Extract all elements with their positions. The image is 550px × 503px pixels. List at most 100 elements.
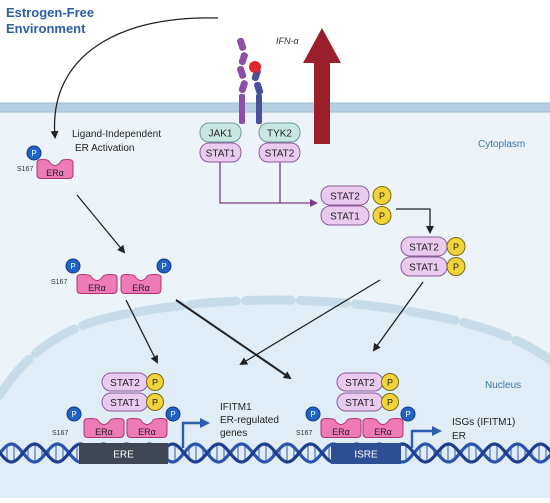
ligand-label-line-1: Ligand-Independent xyxy=(72,129,161,140)
receptor-stat2-label: STAT2 xyxy=(265,149,295,160)
arrow-er-monomer-to-dimer xyxy=(76,194,126,254)
ere-target-genes: IFITM1 ER-regulated genes xyxy=(220,402,282,439)
isre-label: ISRE xyxy=(354,450,378,461)
phospho-s167: P xyxy=(26,145,42,161)
er-alpha: ERα xyxy=(120,273,162,294)
s167-label: S167 xyxy=(52,430,68,437)
phospho-label: P xyxy=(405,410,410,419)
phospho-label: P xyxy=(310,410,315,419)
stat-dimer-translocating: STAT2 P STAT1 P xyxy=(400,236,466,277)
er-alpha-label: ERα xyxy=(332,427,350,437)
arrow-stat-dimer-to-dimer xyxy=(396,208,434,234)
phospho-s167: P xyxy=(156,258,172,274)
phospho-s167: P xyxy=(66,406,82,422)
phospho-label: P xyxy=(71,410,76,419)
er-alpha: ERα xyxy=(76,273,118,294)
ifn-signal-arrow xyxy=(303,28,341,144)
phospho-label: P xyxy=(152,378,158,388)
er-alpha: ERα xyxy=(36,158,74,179)
phospho-label: P xyxy=(152,398,158,408)
phospho-label: P xyxy=(387,398,393,408)
phospho-s167: P xyxy=(65,258,81,274)
phospho-label: P xyxy=(31,149,36,158)
ere-complex: STAT2 P STAT1 P xyxy=(101,372,164,412)
isre-element: ISRE xyxy=(331,443,401,464)
er-alpha-body xyxy=(320,417,362,438)
arrow-ifn-to-er xyxy=(50,17,219,139)
er-alpha-body xyxy=(120,273,162,294)
er-alpha: ERα xyxy=(362,417,404,438)
arrow-stat-to-isre xyxy=(372,281,424,352)
stat2-label: STAT2 xyxy=(345,378,375,389)
stat2-label: STAT2 xyxy=(110,378,140,389)
phospho-label: P xyxy=(453,242,459,252)
ifn-ligand xyxy=(249,61,261,73)
phospho-label: P xyxy=(387,378,393,388)
environment-title-line-2: Environment xyxy=(6,21,86,36)
phospho-s167: P xyxy=(400,406,416,422)
er-alpha-label: ERα xyxy=(138,427,156,437)
tyk2-label: TYK2 xyxy=(267,129,292,140)
ere-label: ERE xyxy=(113,450,134,461)
s167-label: S167 xyxy=(17,166,33,173)
phospho-label: P xyxy=(70,262,75,271)
isre-transcription-arrow xyxy=(410,426,442,448)
er-alpha: ERα xyxy=(83,417,125,438)
tyk2-protein: TYK2 xyxy=(258,122,301,143)
environment-title: Estrogen-Free Environment xyxy=(6,5,98,36)
stat1-label: STAT1 xyxy=(110,398,140,409)
er-alpha-body xyxy=(126,417,168,438)
stat-activation-path xyxy=(219,162,318,207)
er-alpha-body xyxy=(362,417,404,438)
phospho-label: P xyxy=(379,191,385,201)
ifn-label: IFN-α xyxy=(276,36,299,46)
nucleus-label: Nucleus xyxy=(485,380,521,391)
er-alpha: ERα xyxy=(126,417,168,438)
er-alpha-body xyxy=(76,273,118,294)
arrow-dimer-to-isre xyxy=(175,299,292,380)
cytoplasm-label: Cytoplasm xyxy=(478,139,525,150)
receptor-stat1-protein: STAT1 xyxy=(199,142,242,163)
isre-target-genes: ISGs (IFITM1) ER xyxy=(452,417,518,442)
ere-transcription-arrow xyxy=(181,418,210,448)
phospho-label: P xyxy=(379,211,385,221)
stat2-label: STAT2 xyxy=(330,192,360,203)
er-alpha-label: ERα xyxy=(46,168,64,178)
ere-target-line-3: genes xyxy=(220,428,247,439)
s167-label: S167 xyxy=(296,430,312,437)
isre-target-line-1: ISGs (IFITM1) xyxy=(452,417,515,428)
phospho-label: P xyxy=(161,262,166,271)
stat1-label: STAT1 xyxy=(345,398,375,409)
er-alpha-label: ERα xyxy=(132,283,150,293)
environment-title-line-1: Estrogen-Free xyxy=(6,5,94,20)
er-alpha-label: ERα xyxy=(88,283,106,293)
isre-target-line-2: ER xyxy=(452,431,466,442)
isre-complex: STAT2 P STAT1 P xyxy=(336,372,399,412)
er-alpha-body xyxy=(83,417,125,438)
stat1-label: STAT1 xyxy=(330,212,360,223)
phospho-s167: P xyxy=(165,406,181,422)
er-alpha-label: ERα xyxy=(95,427,113,437)
arrows xyxy=(50,17,434,380)
ifn-receptor xyxy=(237,37,264,124)
receptor-chain-left xyxy=(237,37,248,124)
stat2-label: STAT2 xyxy=(409,243,439,254)
nucleus xyxy=(0,295,550,498)
jak1-protein: JAK1 xyxy=(199,122,242,143)
stat1-label: STAT1 xyxy=(409,263,439,274)
ere-target-line-1: IFITM1 xyxy=(220,402,252,413)
er-alpha-body xyxy=(36,158,74,179)
arrow-dimer-to-ere xyxy=(125,299,158,364)
stat-dimer-cytoplasm: STAT2 P STAT1 P xyxy=(320,185,392,226)
ligand-label-line-2: ER Activation xyxy=(75,143,134,154)
ligand-label: Ligand-Independent ER Activation xyxy=(72,129,164,154)
phospho-label: P xyxy=(453,262,459,272)
receptor-stat1-label: STAT1 xyxy=(206,149,236,160)
s167-label: S167 xyxy=(51,279,67,286)
jak1-label: JAK1 xyxy=(209,129,233,140)
ere-element: ERE xyxy=(79,443,168,464)
arrow-stat-to-ere xyxy=(239,279,381,366)
plasma-membrane xyxy=(0,102,550,113)
